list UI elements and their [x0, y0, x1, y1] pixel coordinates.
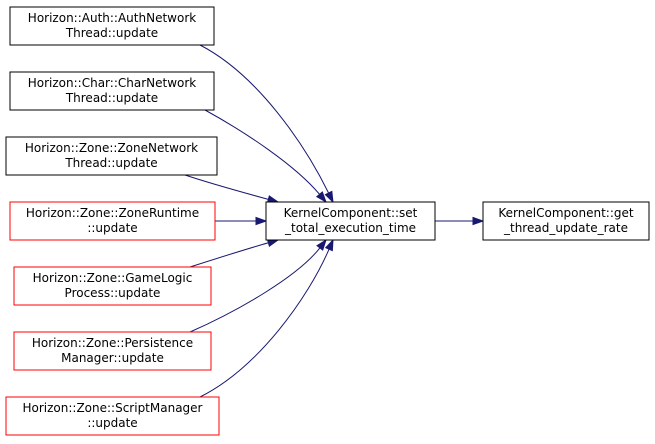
edge-zonenet-to-settotal: [184, 174, 269, 200]
node-label-getrate-line-1: KernelComponent::get: [498, 206, 633, 220]
node-label-script-line-1: Horizon::Zone::ScriptManager: [22, 401, 202, 415]
edge-gamelogic-to-settotal: [189, 242, 269, 268]
node-box-auth: [9, 6, 215, 46]
arrowhead-script-to-settotal: [324, 238, 334, 252]
node-box-persistence: [13, 331, 212, 371]
edge-persistence-to-settotal: [189, 247, 321, 333]
arrowhead-char-to-settotal: [315, 191, 327, 204]
node-box-script: [5, 396, 220, 436]
node-label-script-line-2: ::update: [87, 416, 137, 430]
node-script[interactable]: Horizon::Zone::ScriptManager::update: [5, 396, 220, 436]
node-label-zoneruntime-line-1: Horizon::Zone::ZoneRuntime: [26, 206, 199, 220]
node-box-char: [9, 71, 215, 111]
node-box-gamelogic: [13, 266, 212, 306]
node-label-zonenet-line-2: Thread::update: [64, 156, 157, 170]
node-getrate[interactable]: KernelComponent::get_thread_update_rate: [482, 201, 650, 241]
edges-layer: [184, 44, 485, 398]
node-label-getrate-line-2: _thread_update_rate: [503, 221, 628, 235]
node-label-persistence-line-2: Manager::update: [61, 351, 164, 365]
arrowhead-persistence-to-settotal: [316, 238, 327, 251]
node-label-zoneruntime-line-2: ::update: [87, 221, 137, 235]
node-settotal[interactable]: KernelComponent::set_total_execution_tim…: [265, 201, 436, 241]
edge-char-to-settotal: [204, 109, 320, 195]
node-label-settotal-line-2: _total_execution_time: [284, 221, 416, 235]
nodes-layer: Horizon::Auth::AuthNetworkThread::update…: [5, 6, 650, 436]
node-zoneruntime[interactable]: Horizon::Zone::ZoneRuntime::update: [9, 201, 216, 241]
node-label-char-line-2: Thread::update: [65, 91, 158, 105]
edge-auth-to-settotal: [199, 44, 330, 194]
node-label-gamelogic-line-2: Process::update: [65, 286, 161, 300]
arrowhead-zoneruntime-to-settotal: [255, 216, 268, 226]
node-box-settotal: [265, 201, 436, 241]
arrowhead-settotal-to-getrate: [472, 216, 485, 226]
node-label-char-line-1: Horizon::Char::CharNetwork: [28, 76, 197, 90]
node-label-zonenet-line-1: Horizon::Zone::ZoneNetwork: [25, 141, 198, 155]
node-box-zoneruntime: [9, 201, 216, 241]
node-label-persistence-line-1: Horizon::Zone::Persistence: [32, 336, 193, 350]
node-label-gamelogic-line-1: Horizon::Zone::GameLogic: [33, 271, 193, 285]
node-box-getrate: [482, 201, 650, 241]
node-box-zonenet: [5, 136, 218, 176]
node-persistence[interactable]: Horizon::Zone::PersistenceManager::updat…: [13, 331, 212, 371]
node-label-settotal-line-1: KernelComponent::set: [284, 206, 418, 220]
node-label-auth-line-2: Thread::update: [65, 26, 158, 40]
edge-script-to-settotal: [199, 248, 330, 398]
node-label-auth-line-1: Horizon::Auth::AuthNetwork: [28, 11, 196, 25]
arrowhead-auth-to-settotal: [324, 190, 334, 204]
